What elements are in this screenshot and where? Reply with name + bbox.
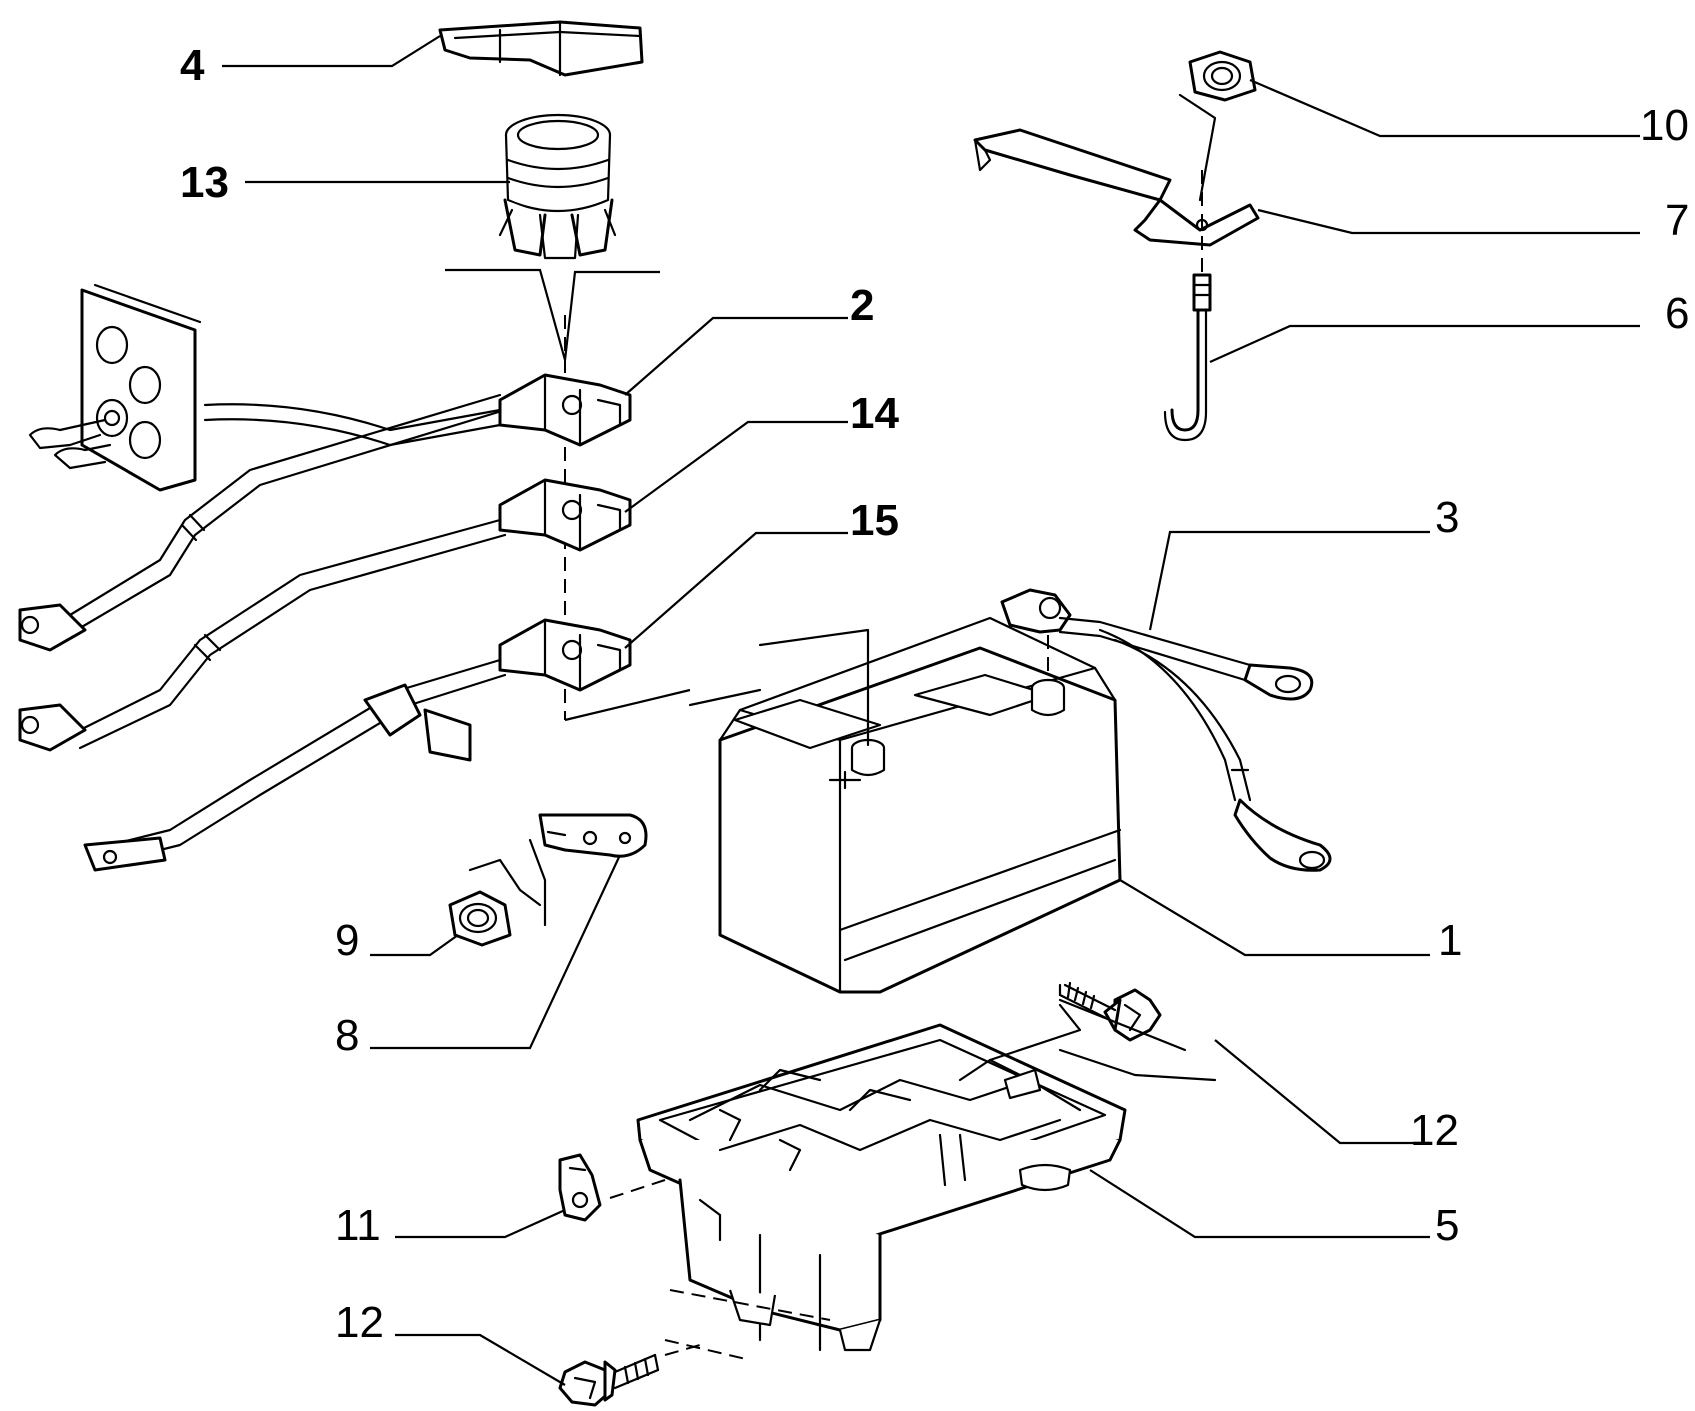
part-6-hook-rod bbox=[1163, 273, 1212, 442]
callout-5: 5 bbox=[1435, 1201, 1459, 1250]
callout-10: 10 bbox=[1640, 101, 1689, 150]
callout-7: 7 bbox=[1665, 196, 1689, 245]
part-11-clip-nut bbox=[558, 1153, 666, 1222]
leader-10 bbox=[1249, 78, 1640, 138]
callout-9: 9 bbox=[335, 916, 359, 965]
callout-8: 8 bbox=[335, 1011, 359, 1060]
part-10-nut bbox=[1178, 50, 1257, 202]
leader-6 bbox=[1209, 324, 1640, 364]
callout-labels: 4 13 2 14 15 10 7 6 3 1 9 8 12 11 5 12 bbox=[180, 41, 1689, 1347]
leader-14 bbox=[624, 420, 848, 513]
cable-bracket-plate bbox=[28, 283, 202, 492]
part-1-battery bbox=[688, 616, 1122, 994]
part-12-bolt-lower bbox=[558, 1344, 701, 1407]
part-5-battery-tray bbox=[636, 1003, 1127, 1361]
part-13-grommet bbox=[498, 113, 617, 260]
part-4-terminal-cover bbox=[438, 20, 644, 77]
callout-4: 4 bbox=[180, 41, 205, 90]
callout-15: 15 bbox=[850, 496, 899, 545]
leader-12-upper bbox=[1214, 1039, 1430, 1145]
callout-11: 11 bbox=[335, 1201, 381, 1250]
callout-6: 6 bbox=[1665, 289, 1689, 338]
leader-7 bbox=[1257, 208, 1640, 235]
callout-12-upper: 12 bbox=[1410, 1106, 1459, 1155]
leader-5 bbox=[1089, 1169, 1430, 1239]
cable-set bbox=[18, 268, 691, 872]
leader-12-lower bbox=[395, 1333, 566, 1386]
callout-12-lower: 12 bbox=[335, 1298, 384, 1347]
callout-13: 13 bbox=[180, 158, 229, 207]
leader-4 bbox=[222, 35, 441, 68]
part-12-bolt-upper bbox=[1058, 981, 1217, 1082]
callout-3: 3 bbox=[1435, 493, 1459, 542]
leader-3 bbox=[1148, 530, 1430, 631]
part-8-bracket bbox=[468, 813, 648, 927]
leader-9 bbox=[370, 934, 459, 957]
part-3-earth-cable bbox=[1000, 588, 1332, 872]
leader-15 bbox=[624, 531, 848, 649]
leader-1 bbox=[1119, 879, 1430, 957]
leader-11 bbox=[395, 1208, 566, 1239]
callout-1: 1 bbox=[1438, 916, 1462, 965]
callout-14: 14 bbox=[850, 389, 899, 438]
part-9-nut bbox=[448, 890, 512, 947]
leader-lines bbox=[222, 35, 1640, 1386]
leader-8 bbox=[370, 854, 621, 1050]
part-7-hold-down-strap bbox=[973, 128, 1260, 275]
leader-2 bbox=[624, 316, 848, 396]
callout-2: 2 bbox=[850, 281, 874, 330]
